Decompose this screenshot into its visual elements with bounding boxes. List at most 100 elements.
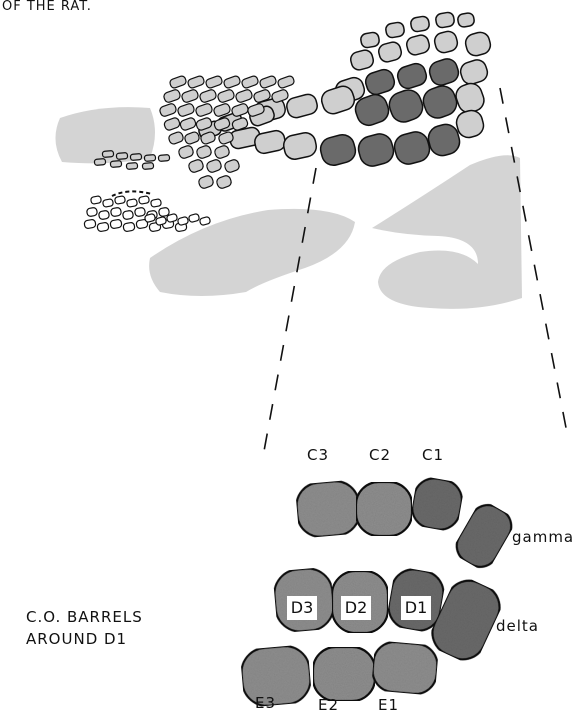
- field-whisker-59: [84, 219, 96, 229]
- field-whisker-46: [90, 196, 101, 205]
- field-whisker-6: [277, 75, 295, 89]
- field-whisker-50: [138, 196, 149, 205]
- field-whisker-67: [144, 213, 155, 222]
- label-e3: E3: [255, 696, 276, 711]
- field-whisker-29: [178, 144, 195, 159]
- field-whisker-52: [86, 207, 97, 217]
- label-c2: C2: [369, 448, 391, 463]
- field-whisker-14: [159, 103, 177, 118]
- field-barrel-20: [420, 82, 460, 121]
- label-e1: E1: [378, 698, 399, 713]
- field-barrel-0: [360, 32, 380, 49]
- caption: C.O. BARRELS AROUND D1: [26, 606, 143, 650]
- barrel-c3: [295, 479, 361, 538]
- field-whisker-26: [184, 131, 201, 145]
- field-whisker-20: [163, 117, 181, 132]
- field-whisker-55: [122, 210, 133, 220]
- field-barrel-3: [435, 12, 455, 29]
- label-d3: D3: [287, 596, 317, 620]
- field-barrel-14: [458, 58, 490, 87]
- field-whisker-30: [196, 144, 213, 159]
- field-whisker-16: [195, 103, 213, 118]
- label-d1: D1: [401, 596, 431, 620]
- field-whisker-37: [102, 151, 113, 158]
- field-whisker-15: [177, 103, 195, 118]
- field-whisker-53: [98, 210, 109, 220]
- field-whisker-49: [126, 199, 137, 208]
- barrel-c1: [409, 475, 465, 533]
- field-whisker-21: [179, 117, 197, 132]
- field-barrel-11: [363, 67, 396, 97]
- field-whisker-11: [235, 89, 253, 104]
- field-whisker-25: [168, 131, 185, 145]
- field-barrel-6: [377, 40, 403, 63]
- field-barrel-24: [282, 131, 318, 161]
- field-barrel-16: [285, 92, 319, 119]
- field-whisker-5: [259, 75, 277, 89]
- field-barrel-4: [457, 12, 475, 28]
- field-whisker-8: [181, 89, 199, 104]
- barrel-c2: [356, 482, 412, 536]
- field-whisker-33: [206, 158, 223, 173]
- field-whisker-43: [126, 163, 137, 170]
- field-whisker-2: [205, 75, 223, 89]
- field-barrel-19: [386, 86, 426, 125]
- field-whisker-0: [169, 75, 187, 89]
- field-whisker-9: [199, 89, 217, 104]
- field-whisker-48: [114, 196, 125, 205]
- field-whisker-31: [214, 144, 231, 159]
- field-whisker-4: [241, 75, 259, 89]
- enlarged-barrels: [240, 475, 518, 708]
- field-whisker-62: [123, 222, 135, 232]
- field-whisker-47: [102, 199, 113, 208]
- label-c1: C1: [422, 448, 444, 463]
- label-e2: E2: [318, 698, 339, 713]
- field-whisker-34: [224, 158, 241, 173]
- region-right: [372, 155, 522, 309]
- field-whisker-36: [216, 174, 233, 189]
- field-whisker-39: [130, 154, 141, 161]
- field-whisker-60: [97, 222, 109, 232]
- caption-line-2: AROUND D1: [26, 628, 143, 650]
- label-d2: D2: [341, 596, 371, 620]
- field-barrel-8: [433, 29, 459, 54]
- field-whisker-56: [134, 207, 145, 217]
- label-delta: delta: [496, 619, 539, 634]
- barrel-e2: [313, 647, 375, 701]
- field-whisker-7: [163, 89, 181, 104]
- header-fragment: OF THE RAT.: [2, 0, 92, 13]
- field-whisker-71: [188, 213, 199, 222]
- field-whisker-10: [217, 89, 235, 104]
- field-barrel-13: [427, 56, 461, 87]
- field-whisker-70: [177, 216, 188, 225]
- field-whisker-44: [142, 163, 153, 170]
- field-whisker-1: [187, 75, 205, 89]
- field-whisker-18: [231, 103, 249, 118]
- field-barrel-9: [464, 30, 493, 57]
- field-whisker-61: [110, 219, 122, 229]
- field-whisker-45: [94, 159, 105, 166]
- field-barrel-25: [318, 132, 358, 168]
- field-dashed-arc: [112, 191, 152, 196]
- field-barrel-5: [349, 48, 375, 71]
- field-whisker-32: [188, 158, 205, 173]
- field-barrel-27: [392, 129, 433, 167]
- field-barrel-2: [410, 16, 430, 33]
- label-c3: C3: [307, 448, 329, 463]
- field-barrel-12: [395, 61, 428, 91]
- field-whisker-41: [158, 155, 169, 162]
- caption-line-1: C.O. BARRELS: [26, 606, 143, 628]
- label-gamma: gamma: [512, 530, 574, 545]
- field-whisker-13: [271, 89, 289, 104]
- field-barrel-7: [405, 33, 431, 56]
- field-whisker-3: [223, 75, 241, 89]
- field-whisker-54: [110, 207, 121, 217]
- field-whisker-42: [110, 161, 121, 168]
- field-whisker-51: [150, 199, 161, 208]
- field-barrel-26: [356, 131, 397, 169]
- field-whisker-35: [198, 174, 215, 189]
- field-whisker-72: [199, 216, 210, 225]
- field-whisker-38: [116, 153, 127, 160]
- field-barrel-1: [385, 22, 405, 39]
- field-whisker-40: [144, 155, 155, 162]
